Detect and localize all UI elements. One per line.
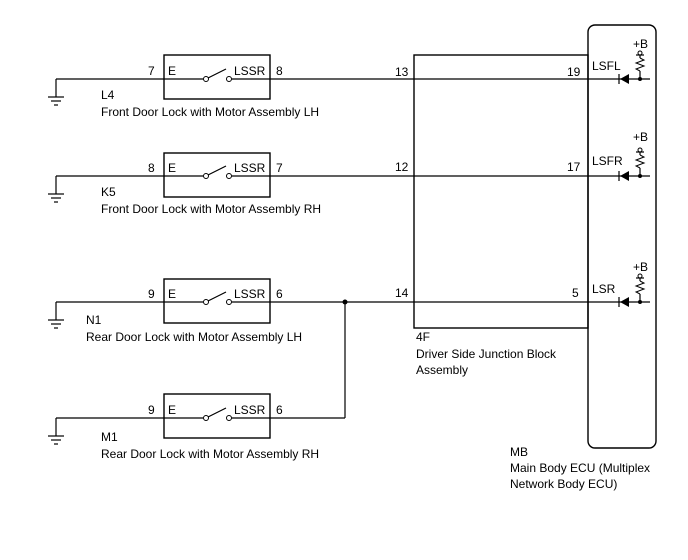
pin-out-l4: 8 [276, 64, 283, 78]
ecu-signal-2: LSFR [592, 154, 623, 168]
name-k5: Front Door Lock with Motor Assembly RH [101, 202, 321, 216]
ecu-name-line1: Main Body ECU (Multiplex [510, 461, 650, 475]
jb-pin-in-2: 12 [395, 160, 409, 174]
pin-e-k5: 8 [148, 161, 155, 175]
jb-code: 4F [416, 330, 430, 344]
ground-symbol-n1 [48, 302, 64, 329]
diode-icon-1 [620, 74, 629, 84]
name-m1: Rear Door Lock with Motor Assembly RH [101, 447, 319, 461]
jb-pin-out-3: 5 [572, 286, 579, 300]
pullup-circuit-3: +B [588, 260, 650, 307]
ecu-name-line2: Network Body ECU) [510, 477, 617, 491]
jb-name-line2: Assembly [416, 363, 468, 377]
name-n1: Rear Door Lock with Motor Assembly LH [86, 330, 302, 344]
sig-label-l4: LSSR [234, 64, 266, 78]
switch-n1: 9 6 E LSSR N1 Rear Door Lock with Motor … [86, 278, 302, 344]
supply-label-3: +B [633, 260, 648, 274]
sig-label-n1: LSSR [234, 287, 266, 301]
pin-e-m1: 9 [148, 403, 155, 417]
e-label-k5: E [168, 161, 176, 175]
sig-label-m1: LSSR [234, 403, 266, 417]
e-label-n1: E [168, 287, 176, 301]
sig-label-k5: LSSR [234, 161, 266, 175]
pullup-circuit-2: +B [588, 130, 650, 181]
switch-k5: 8 7 E LSSR K5 Front Door Lock with Motor… [101, 152, 321, 216]
jb-pin-out-2: 17 [567, 160, 581, 174]
supply-label-1: +B [633, 37, 648, 51]
jb-pin-in-1: 13 [395, 65, 409, 79]
e-label-m1: E [168, 403, 176, 417]
ground-symbol-k5 [48, 176, 64, 203]
pin-e-l4: 7 [148, 64, 155, 78]
ground-symbol-l4 [48, 79, 64, 106]
jb-pin-out-1: 19 [567, 65, 581, 79]
ecu-box: LSFL LSFR LSR +B +B [510, 24, 657, 491]
pin-out-n1: 6 [276, 287, 283, 301]
splice-junction [342, 299, 348, 305]
code-k5: K5 [101, 185, 116, 199]
jb-name-line1: Driver Side Junction Block [416, 347, 557, 361]
switch-l4: 7 8 E LSSR L4 Front Door Lock with Motor… [101, 54, 319, 119]
wires [56, 78, 588, 419]
pin-out-m1: 6 [276, 403, 283, 417]
ground-symbol-m1 [48, 418, 64, 445]
ecu-signal-1: LSFL [592, 59, 621, 73]
pin-out-k5: 7 [276, 161, 283, 175]
ecu-signal-3: LSR [592, 282, 616, 296]
jb-pin-in-3: 14 [395, 286, 409, 300]
diode-icon-3 [620, 297, 629, 307]
pullup-circuit-1: +B [588, 37, 650, 84]
code-n1: N1 [86, 313, 102, 327]
diode-icon-2 [620, 171, 629, 181]
code-l4: L4 [101, 88, 115, 102]
supply-label-2: +B [633, 130, 648, 144]
e-label-l4: E [168, 64, 176, 78]
name-l4: Front Door Lock with Motor Assembly LH [101, 105, 319, 119]
junction-block: 13 12 14 19 17 5 4F Driver Side Junction… [395, 54, 589, 377]
pin-e-n1: 9 [148, 287, 155, 301]
code-m1: M1 [101, 430, 118, 444]
ecu-code: MB [510, 445, 528, 459]
switch-m1: 9 6 E LSSR M1 Rear Door Lock with Motor … [101, 393, 319, 461]
